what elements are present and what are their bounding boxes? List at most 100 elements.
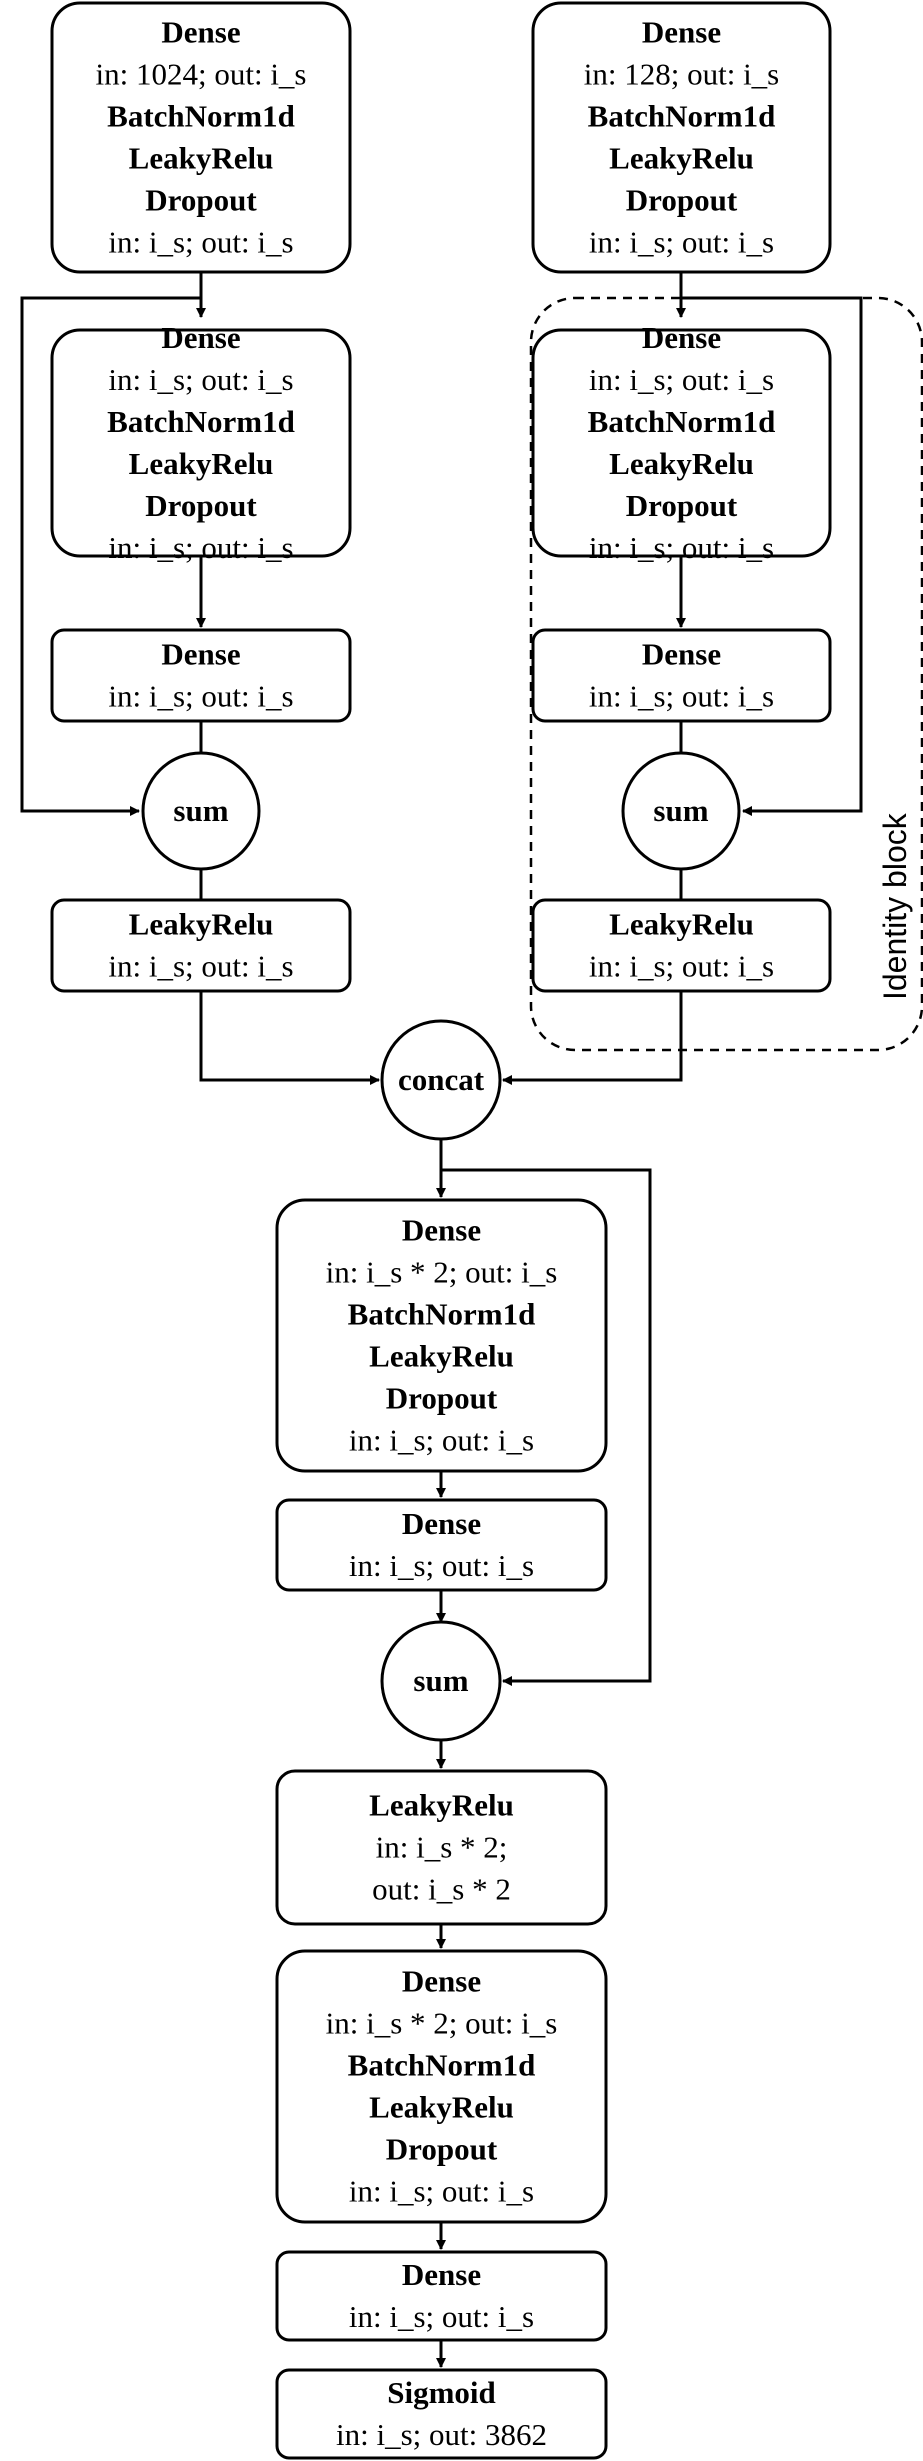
right-leakyrelu-line-1: LeakyRelu [609,907,754,942]
right-sum-node-label: sum [653,793,708,828]
merged-leakyrelu-box [275,1769,608,1926]
right-sum-node: sum [621,751,741,871]
final-hidden-block-line-3: BatchNorm1d [348,2048,536,2083]
concat-node: concat [380,1019,502,1141]
merged-leakyrelu-line-3: out: i_s * 2 [372,1872,511,1907]
final-hidden-block-line-2: in: i_s * 2; out: i_s [326,2006,558,2041]
input-b-layer-line-5: Dropout [626,183,738,218]
edge-right-leaky-to-concat [502,991,683,1085]
left-leakyrelu: LeakyRelu in: i_s; out: i_s [50,898,352,993]
left-hidden-block-line-3: BatchNorm1d [107,404,295,439]
merged-dense-layer-line-1: Dense [402,1506,481,1541]
left-hidden-block-box [50,328,352,558]
merged-dense-layer: Dense in: i_s; out: i_s [275,1498,608,1592]
right-dense-layer-line-1: Dense [642,637,721,672]
final-hidden-block-line-1: Dense [402,1964,481,1999]
merged-hidden-block-line-2: in: i_s * 2; out: i_s [326,1255,558,1290]
sigmoid-output: Sigmoid in: i_s; out: 3862 [275,2368,608,2460]
merged-hidden-block-line-6: in: i_s; out: i_s [349,1423,534,1458]
left-leakyrelu-line-1: LeakyRelu [129,907,274,942]
final-hidden-block-line-5: Dropout [386,2132,498,2167]
merged-hidden-block-line-3: BatchNorm1d [348,1297,536,1332]
right-sum-node-circle [621,751,741,871]
left-sum-node: sum [141,751,261,871]
merged-leakyrelu-line-1: LeakyRelu [369,1788,514,1823]
left-dense-layer-line-2: in: i_s; out: i_s [108,679,293,714]
merged-hidden-block-box [275,1198,608,1473]
sigmoid-output-box [275,2368,608,2460]
left-hidden-block-line-1: Dense [161,320,240,355]
merged-leakyrelu-line-2: in: i_s * 2; [376,1830,508,1865]
input-b-layer-line-6: in: i_s; out: i_s [589,225,774,260]
final-dense-layer: Dense in: i_s; out: i_s [275,2250,608,2342]
final-dense-layer-box [275,2250,608,2342]
input-a-layer-line-4: LeakyRelu [129,141,274,176]
input-a-layer-line-5: Dropout [145,183,257,218]
edge-left-leaky-to-concat [199,991,380,1085]
right-hidden-block-line-6: in: i_s; out: i_s [589,530,774,565]
input-b-layer: Dense in: 128; out: i_sBatchNorm1dLeakyRe… [531,1,832,274]
identity-block-label: Identity block [877,812,913,1000]
merged-leakyrelu: LeakyRelu in: i_s * 2; out: i_s * 2 [275,1769,608,1926]
input-b-layer-line-2: in: 128; out: i_s [584,57,780,92]
merged-hidden-block: Dense in: i_s * 2; out: i_sBatchNorm1dLea… [275,1198,608,1473]
right-hidden-block-line-5: Dropout [626,488,738,523]
left-dense-layer-box [50,628,352,723]
input-a-layer-line-2: in: 1024; out: i_s [96,57,307,92]
identity-block-outline [529,296,923,1052]
input-b-layer-line-4: LeakyRelu [609,141,754,176]
input-b-layer-box [531,1,832,274]
merged-sum-node: sum [380,1620,502,1742]
input-b-layer-line-1: Dense [642,15,721,50]
input-b-layer-line-3: BatchNorm1d [588,99,776,134]
left-hidden-block-line-2: in: i_s; out: i_s [108,362,293,397]
merged-hidden-block-line-5: Dropout [386,1381,498,1416]
left-sum-node-label: sum [173,793,228,828]
right-leakyrelu-box [531,898,832,993]
sigmoid-output-line-1: Sigmoid [387,2375,496,2410]
connections [20,272,863,2368]
merged-sum-node-label: sum [413,1663,468,1698]
left-hidden-block-line-5: Dropout [145,488,257,523]
input-a-layer-line-6: in: i_s; out: i_s [108,225,293,260]
right-dense-layer: Dense in: i_s; out: i_s [531,628,832,723]
left-hidden-block-line-4: LeakyRelu [129,446,274,481]
final-hidden-block-box [275,1949,608,2224]
right-hidden-block-box [531,328,832,558]
left-hidden-block-line-6: in: i_s; out: i_s [108,530,293,565]
input-a-layer-box [50,1,352,274]
left-sum-node-circle [141,751,261,871]
right-dense-layer-box [531,628,832,723]
input-a-layer: Dense in: 1024; out: i_sBatchNorm1dLeakyR… [50,1,352,274]
final-hidden-block: Dense in: i_s * 2; out: i_sBatchNorm1dLea… [275,1949,608,2224]
final-hidden-block-line-4: LeakyRelu [369,2090,514,2125]
final-dense-layer-line-1: Dense [402,2257,481,2292]
merged-hidden-block-line-1: Dense [402,1213,481,1248]
concat-node-label: concat [398,1062,485,1097]
merged-dense-layer-line-2: in: i_s; out: i_s [349,1548,534,1583]
right-hidden-block-line-4: LeakyRelu [609,446,754,481]
left-leakyrelu-line-2: in: i_s; out: i_s [108,949,293,984]
left-leakyrelu-box [50,898,352,993]
right-hidden-block-line-3: BatchNorm1d [588,404,776,439]
final-hidden-block-line-6: in: i_s; out: i_s [349,2174,534,2209]
sigmoid-output-line-2: in: i_s; out: 3862 [336,2417,547,2452]
left-dense-layer: Dense in: i_s; out: i_s [50,628,352,723]
edge-left-skip [20,296,201,816]
concat-node-circle [380,1019,502,1141]
right-dense-layer-line-2: in: i_s; out: i_s [589,679,774,714]
right-hidden-block-line-2: in: i_s; out: i_s [589,362,774,397]
merged-dense-layer-box [275,1498,608,1592]
edge-mid-skip [441,1168,652,1686]
input-a-layer-line-3: BatchNorm1d [107,99,295,134]
input-a-layer-line-1: Dense [161,15,240,50]
merged-hidden-block-line-4: LeakyRelu [369,1339,514,1374]
right-hidden-block-line-1: Dense [642,320,721,355]
final-dense-layer-line-2: in: i_s; out: i_s [349,2299,534,2334]
left-dense-layer-line-1: Dense [161,637,240,672]
